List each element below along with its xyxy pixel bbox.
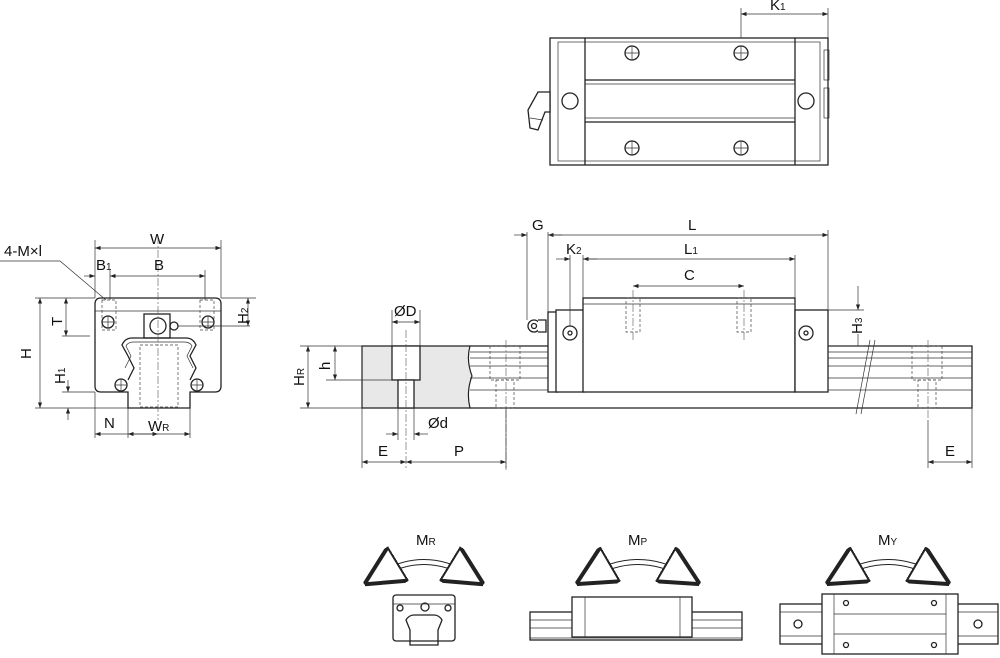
dim-od-small: Ød: [428, 415, 448, 432]
top-view: K1: [527, 0, 830, 166]
moment-my: MY: [779, 532, 999, 655]
dim-e-right: E: [945, 443, 955, 460]
side-view: G L K2 L1 C H3 ØD h HR: [291, 217, 973, 470]
front-view: W B1 B 4-M×l H T H1 H2 N WR: [0, 231, 256, 438]
dim-p: P: [454, 443, 464, 460]
mounting-hole-icon: [624, 45, 749, 156]
dim-t: T: [49, 317, 66, 326]
grease-nipple-icon: [527, 91, 551, 131]
dim-l1: L1: [684, 241, 698, 258]
dim-h3: H3: [849, 317, 866, 334]
label-mr: MR: [416, 532, 436, 549]
dim-h-small: h: [317, 362, 334, 370]
dim-l: L: [688, 217, 696, 234]
dim-b: B: [154, 257, 164, 274]
dim-wr: WR: [148, 418, 169, 435]
dim-h: H: [18, 348, 35, 359]
grease-nipple-icon: [527, 319, 547, 333]
dim-h2: H2: [235, 307, 252, 324]
rotate-arrow-icon: [590, 562, 686, 576]
moment-mp: MP: [529, 532, 743, 641]
dim-g: G: [532, 217, 544, 234]
rotate-arrow-icon: [840, 562, 936, 576]
dim-w: W: [150, 231, 165, 248]
dim-4-m-x-l: 4-M×l: [4, 243, 42, 260]
carriage-block: [582, 297, 796, 393]
dim-h1: H1: [52, 367, 69, 384]
label-my: MY: [878, 532, 898, 549]
moment-mr: MR: [378, 532, 470, 646]
dim-b1: B1: [96, 257, 112, 274]
label-mp: MP: [628, 532, 648, 549]
rotate-arrow-icon: [378, 562, 470, 576]
dim-od: ØD: [394, 303, 417, 320]
dim-k2: K2: [566, 241, 582, 258]
dim-hr: HR: [291, 368, 308, 386]
dim-e-left: E: [378, 443, 388, 460]
dim-n: N: [104, 415, 115, 432]
dim-c: C: [684, 267, 695, 284]
block-outline: [549, 37, 829, 166]
dim-k1: K1: [770, 0, 786, 14]
